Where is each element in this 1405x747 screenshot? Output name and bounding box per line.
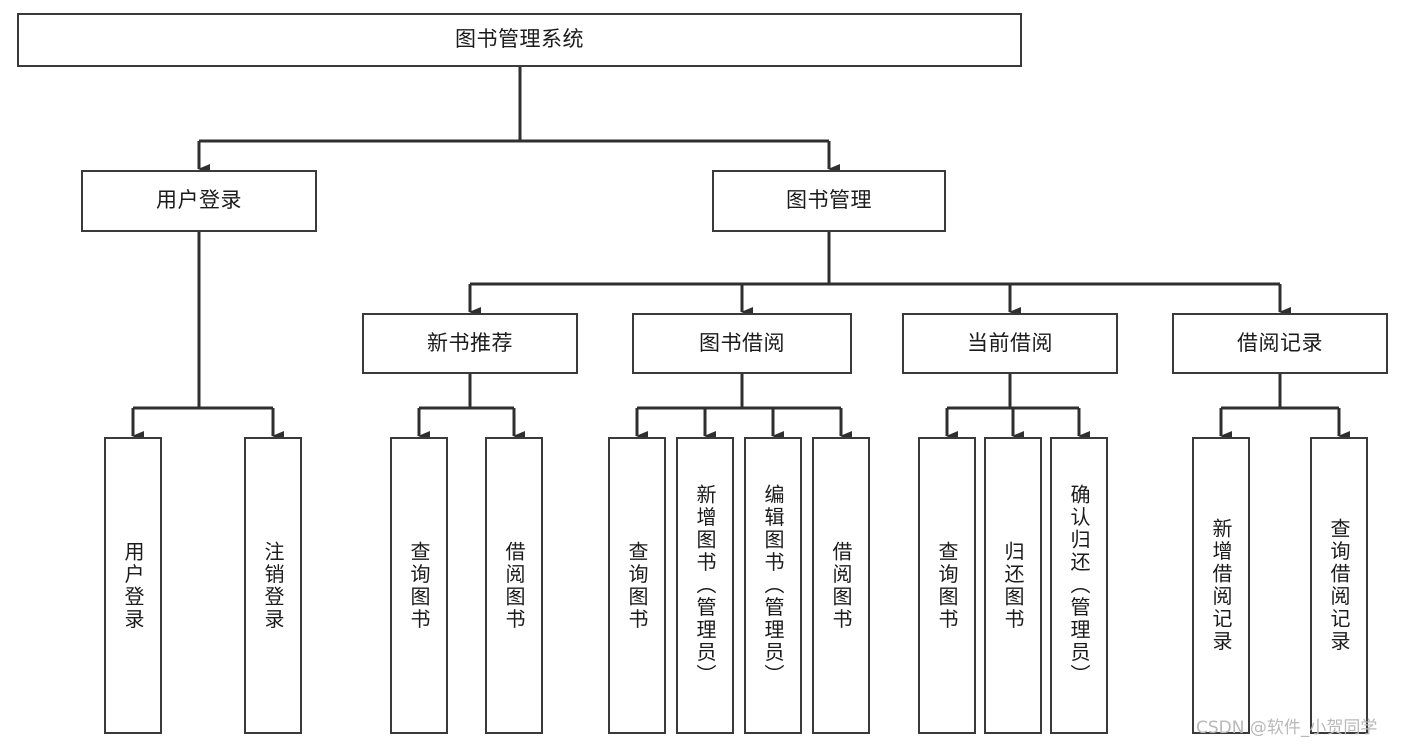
node-label: 图书管理系统 — [455, 27, 584, 52]
node-label: 图书管理 — [786, 188, 872, 213]
leaf-user-logout[interactable]: 注销登录 — [244, 437, 302, 734]
node-label: 借阅图书 — [502, 540, 526, 631]
leaf-record-add[interactable]: 新增借阅记录 — [1192, 437, 1250, 734]
leaf-current-query-book[interactable]: 查询图书 — [918, 437, 976, 734]
leaf-new-borrow-book[interactable]: 借阅图书 — [485, 437, 543, 734]
node-label: 查询图书 — [935, 540, 959, 631]
node-new-book-recommend[interactable]: 新书推荐 — [362, 313, 578, 374]
leaf-borrow-lend-book[interactable]: 借阅图书 — [812, 437, 870, 734]
node-label: 注销登录 — [261, 540, 285, 631]
node-root[interactable]: 图书管理系统 — [17, 13, 1022, 67]
leaf-new-query-book[interactable]: 查询图书 — [390, 437, 448, 734]
node-current-borrow[interactable]: 当前借阅 — [902, 313, 1118, 374]
node-label: 图书借阅 — [699, 330, 785, 355]
leaf-borrow-query-book[interactable]: 查询图书 — [608, 437, 666, 734]
node-book-borrow[interactable]: 图书借阅 — [632, 313, 852, 374]
node-label: 用户登录 — [121, 540, 145, 631]
leaf-current-return-book[interactable]: 归还图书 — [984, 437, 1042, 734]
leaf-current-confirm-return[interactable]: 确认归还（管理员） — [1050, 437, 1108, 734]
leaf-record-query[interactable]: 查询借阅记录 — [1310, 437, 1368, 734]
node-label: 借阅记录 — [1237, 330, 1323, 355]
node-label: 新增借阅记录 — [1209, 518, 1233, 653]
node-book-management-module[interactable]: 图书管理 — [712, 170, 946, 232]
node-label: 查询借阅记录 — [1327, 518, 1351, 653]
node-label: 新书推荐 — [427, 330, 513, 355]
node-label: 编辑图书（管理员） — [761, 484, 785, 687]
node-label: 确认归还（管理员） — [1067, 484, 1091, 687]
node-label: 当前借阅 — [967, 330, 1053, 355]
leaf-borrow-add-book[interactable]: 新增图书（管理员） — [676, 437, 734, 734]
leaf-borrow-edit-book[interactable]: 编辑图书（管理员） — [744, 437, 802, 734]
node-label: 归还图书 — [1001, 540, 1025, 631]
leaf-user-login[interactable]: 用户登录 — [104, 437, 162, 734]
node-label: 用户登录 — [156, 188, 242, 213]
node-label: 查询图书 — [625, 540, 649, 631]
node-borrow-record[interactable]: 借阅记录 — [1172, 313, 1388, 374]
node-label: 借阅图书 — [829, 540, 853, 631]
node-label: 查询图书 — [407, 540, 431, 631]
node-label: 新增图书（管理员） — [693, 484, 717, 687]
node-user-login-module[interactable]: 用户登录 — [81, 170, 317, 232]
